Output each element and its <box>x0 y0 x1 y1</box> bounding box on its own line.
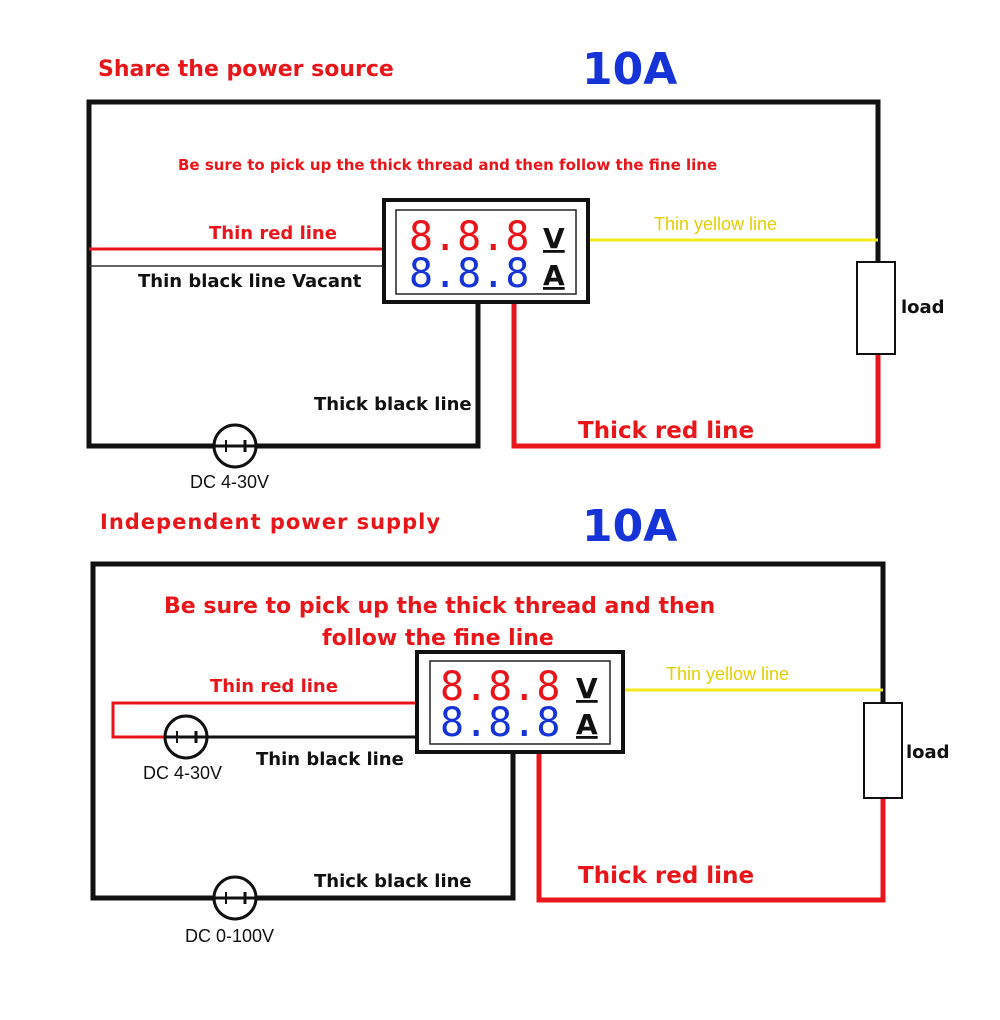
diagram2-thick-red-wire <box>536 752 886 903</box>
diagram1-dc-source <box>212 423 258 469</box>
diagram2-thin-red-label: Thin red line <box>210 676 338 697</box>
diagram1-rating: 10A <box>582 44 677 95</box>
diagram1-volt-reading: 8.8.8 <box>409 214 529 260</box>
diagram2-thin-red-wire <box>111 701 417 739</box>
diagram1-load-label: load <box>901 297 945 318</box>
diagram2-thick-black-loop <box>256 752 516 901</box>
diagram1-meter: 8.8.8 V 8.8.8 A <box>382 198 590 304</box>
diagram2-amp-reading: 8.8.8 <box>440 700 560 746</box>
diagram2-main-dc-source <box>212 875 258 921</box>
diagram2-meter-dc-source <box>163 714 209 760</box>
diagram2-volt-unit: V <box>576 672 598 705</box>
diagram1-thick-red-wire <box>511 302 881 449</box>
diagram1-thin-yellow-label: Thin yellow line <box>654 214 777 234</box>
diagram2-note-line1: Be sure to pick up the thick thread and … <box>164 594 715 619</box>
diagram1-thick-black-label: Thick black line <box>314 394 472 415</box>
diagram1-title: Share the power source <box>98 57 394 82</box>
diagram1-amp-reading: 8.8.8 <box>409 251 529 297</box>
diagram2-source-to-top-wire <box>90 561 886 901</box>
diagram1-thick-black-loop <box>256 302 481 449</box>
diagram1-load-resistor <box>856 261 896 355</box>
diagram2-note-line2: follow the fine line <box>322 626 554 651</box>
diagram2-thick-red-label: Thick red line <box>578 863 754 889</box>
diagram1-note: Be sure to pick up the thick thread and … <box>178 156 717 174</box>
diagram2-meter-source-label: DC 4-30V <box>143 763 222 783</box>
diagram1-thick-red-label: Thick red line <box>578 418 754 444</box>
diagram1-volt-unit: V <box>543 222 565 255</box>
diagram1-thin-red-label: Thin red line <box>209 223 337 244</box>
diagram2-volt-reading: 8.8.8 <box>440 664 560 710</box>
diagram2-amp-unit: A <box>576 708 598 741</box>
diagram2-thin-yellow-label: Thin yellow line <box>666 664 789 684</box>
diagram2-load-resistor <box>863 702 903 799</box>
diagram2-load-label: load <box>906 742 950 763</box>
diagram-shared-power: Share the power source 10A 8.8.8 V 8.8.8… <box>86 44 945 492</box>
diagram2-meter: 8.8.8 V 8.8.8 A <box>415 650 625 754</box>
diagram2-main-source-label: DC 0-100V <box>185 926 274 946</box>
diagram2-thin-black-label: Thin black line <box>256 749 404 770</box>
diagram2-rating: 10A <box>582 501 677 552</box>
diagram2-title: Independent power supply <box>100 510 441 534</box>
diagram1-source-to-top-wire <box>86 99 881 449</box>
diagram2-thick-black-label: Thick black line <box>314 871 472 892</box>
diagram1-amp-unit: A <box>543 259 565 292</box>
diagram1-source-label: DC 4-30V <box>190 472 269 492</box>
diagram-independent-power: Independent power supply 10A 8.8.8 V 8.8… <box>90 501 950 946</box>
diagram1-thin-black-label: Thin black line Vacant <box>138 271 362 292</box>
